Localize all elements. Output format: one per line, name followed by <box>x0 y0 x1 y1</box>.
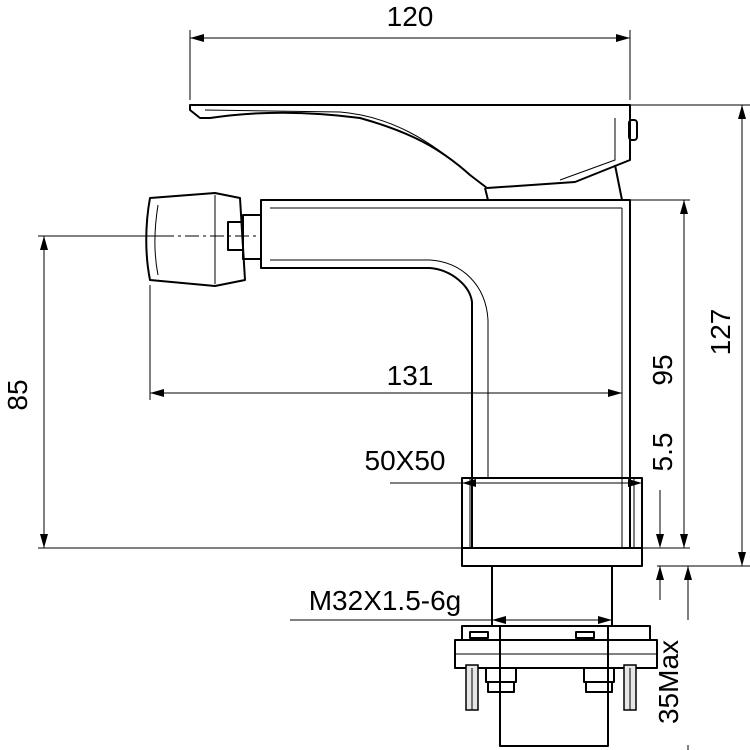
dim-total-height-label: 127 <box>705 309 736 356</box>
dim-top-width-label: 120 <box>387 1 434 32</box>
faucet-base <box>461 477 643 567</box>
dim-spout-length: 131 <box>149 285 622 400</box>
dim-max-thickness-label: 35Max <box>653 640 684 724</box>
dim-body-height-label: 95 <box>647 354 678 385</box>
dim-max-thickness: 35Max <box>653 565 695 750</box>
dim-thread: M32X1.5-6g <box>290 585 612 624</box>
threaded-shank <box>491 565 613 747</box>
dim-base-gap: 5.5 <box>647 433 678 600</box>
mounting-hardware <box>454 625 658 711</box>
dim-spout-length-label: 131 <box>387 360 434 391</box>
lever-handle <box>189 104 638 201</box>
dim-total-height: 127 <box>630 104 750 567</box>
faucet-body <box>260 199 631 549</box>
dim-spout-height: 85 <box>2 235 462 549</box>
dim-spout-height-label: 85 <box>2 379 33 410</box>
dim-top-width: 120 <box>189 1 631 100</box>
dim-thread-label: M32X1.5-6g <box>309 585 462 616</box>
dim-base-gap-label: 5.5 <box>647 433 678 472</box>
swivel-nozzle <box>145 192 262 287</box>
dim-base-size: 50X50 <box>365 445 642 487</box>
dim-body-height: 95 <box>630 199 690 549</box>
dim-base-size-label: 50X50 <box>365 445 446 476</box>
